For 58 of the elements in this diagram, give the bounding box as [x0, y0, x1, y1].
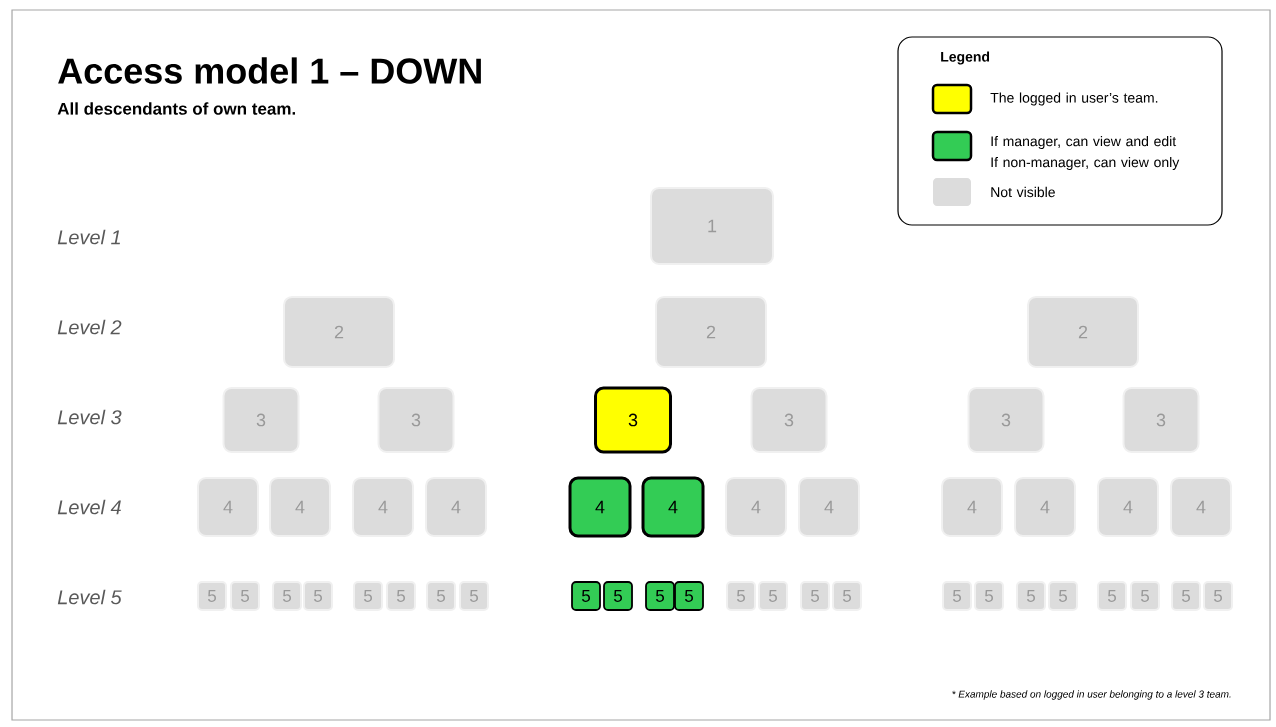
legend-text: If manager, can view and edit If non-manager, can view only: [991, 135, 1180, 170]
highlighted-team-box: 4: [568, 476, 632, 538]
team-box: 5: [1171, 581, 1201, 611]
team-box: 5: [272, 581, 302, 611]
team-box: 2: [655, 296, 767, 368]
footnote: * Example based on logged in user belonging to a level 3 team.: [952, 690, 1231, 700]
team-box: 5: [386, 581, 416, 611]
team-box: 5: [1203, 581, 1233, 611]
team-box: 3: [750, 387, 828, 453]
team-box: 3: [377, 387, 455, 453]
highlighted-team-box: 5: [603, 581, 633, 611]
legend-title: Legend: [941, 51, 990, 65]
level-label: Level 2: [57, 319, 122, 335]
team-box: 4: [1170, 477, 1232, 537]
team-box: 5: [459, 581, 489, 611]
team-box: 4: [269, 477, 331, 537]
team-box: 4: [798, 477, 860, 537]
team-box: 5: [758, 581, 788, 611]
team-box: 3: [967, 387, 1045, 453]
legend-text: Not visible: [991, 186, 1055, 198]
highlighted-team-box: 5: [571, 581, 601, 611]
team-box: 5: [974, 581, 1004, 611]
team-box: 5: [197, 581, 227, 611]
team-box: 5: [942, 581, 972, 611]
level-label: Level 5: [57, 589, 122, 605]
team-box: 5: [800, 581, 830, 611]
level-label: Level 3: [57, 409, 122, 425]
legend-text: The logged in user’s team.: [990, 92, 1158, 106]
team-box: 3: [222, 387, 300, 453]
team-box: 4: [1097, 477, 1159, 537]
team-box: 4: [352, 477, 414, 537]
level-label: Level 1: [57, 229, 120, 245]
team-box: 2: [1027, 296, 1139, 368]
team-box: 5: [353, 581, 383, 611]
team-box: 4: [197, 477, 259, 537]
team-box: 2: [283, 296, 395, 368]
team-box: 5: [832, 581, 862, 611]
subtitle: All descendants of own team.: [57, 102, 296, 115]
highlighted-team-box: 4: [641, 476, 705, 538]
team-box: 4: [425, 477, 487, 537]
team-box: 4: [1014, 477, 1076, 537]
team-box: 5: [303, 581, 333, 611]
team-box: 5: [230, 581, 260, 611]
highlighted-team-box: 5: [674, 581, 704, 611]
team-box: 5: [1130, 581, 1160, 611]
team-box: 5: [726, 581, 756, 611]
team-box: 4: [725, 477, 787, 537]
team-box: 5: [1048, 581, 1078, 611]
highlighted-team-box: 5: [645, 581, 675, 611]
team-box: 3: [1122, 387, 1200, 453]
highlighted-team-box: 3: [594, 386, 672, 454]
team-box: 5: [1097, 581, 1127, 611]
title: Access model 1 – DOWN: [58, 57, 481, 84]
team-box: 5: [1016, 581, 1046, 611]
team-box: 5: [426, 581, 456, 611]
team-box: 4: [941, 477, 1003, 537]
level-label: Level 4: [57, 499, 121, 515]
team-box: 1: [650, 187, 774, 265]
